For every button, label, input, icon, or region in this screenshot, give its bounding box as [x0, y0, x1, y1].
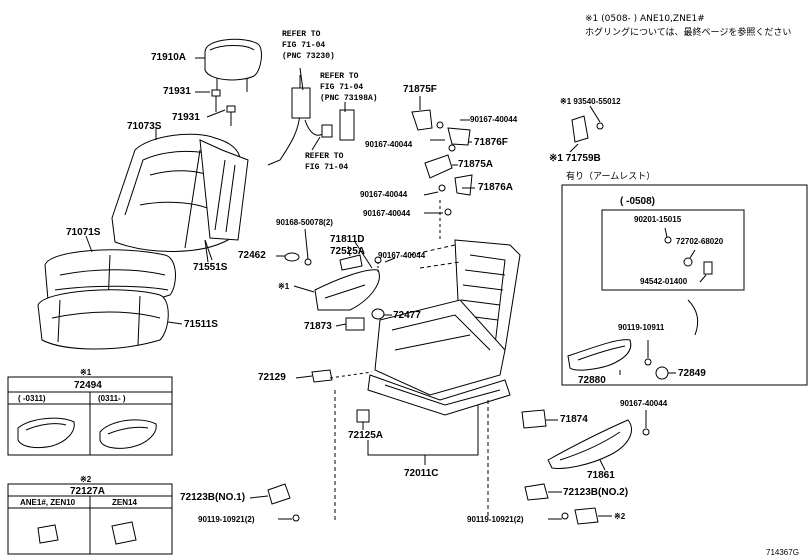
label-90167-40044-f: 90167-40044: [620, 399, 668, 408]
label-71759B: ※1 71759B: [549, 153, 601, 164]
cover-72127A-right-drawing: [574, 507, 599, 525]
refer-to-3-line1: REFER TO: [305, 152, 344, 161]
box2-part: 72127A: [70, 486, 106, 497]
bracket-72125A-drawing: [356, 409, 370, 423]
label-72125A: 72125A: [348, 430, 384, 441]
label-71875A: 71875A: [458, 159, 494, 170]
armrest-title: 有り（アームレスト）: [566, 172, 656, 182]
cover-71874-drawing: [521, 409, 547, 429]
seat-frame-drawing: [367, 239, 521, 416]
headrest-drawing: [204, 38, 262, 92]
label-72462: 72462: [238, 250, 266, 261]
label-71811D: 71811D: [330, 234, 365, 245]
label-71931-a: 71931: [163, 86, 191, 97]
box1-col1: ( -0311): [18, 394, 46, 403]
label-72011C: 72011C: [404, 468, 439, 479]
box1-mark: ※1: [80, 368, 92, 377]
refer-to-1-line1: REFER TO: [282, 30, 321, 39]
label-71876A: 71876A: [478, 182, 514, 193]
refer-to-2-line2: FIG 71-04: [320, 83, 364, 92]
label-72880: 72880: [578, 375, 606, 386]
top-note-line2: ホグリングについては、最終ページを参照ください: [585, 28, 792, 38]
label-72123B-no1: 72123B(NO.1): [180, 492, 246, 503]
seat-cushion-pad-drawing: [37, 289, 169, 350]
label-90167-40044-c: 90167-40044: [360, 190, 408, 199]
cover-72123B-2-drawing: [524, 483, 549, 501]
label-90167-40044-d: 90167-40044: [363, 209, 411, 218]
label-90119-10911: 90119-10911: [618, 323, 665, 332]
bracket-71875F-drawing: [411, 109, 433, 131]
cover-71759B-drawing: [571, 115, 604, 143]
label-90201-15015: 90201-15015: [634, 215, 682, 224]
box2-mark: ※2: [80, 475, 92, 484]
cover-71861-drawing: [547, 419, 632, 469]
label-71876F: 71876F: [474, 137, 508, 148]
mark-1-a: ※1: [278, 282, 290, 291]
label-72702-68020: 72702-68020: [676, 237, 724, 246]
armrest-period: ( -0508): [620, 196, 656, 207]
label-71861: 71861: [587, 470, 615, 481]
box2-col1: ANE1#, ZEN10: [20, 498, 76, 507]
refer-to-1-line2: FIG 71-04: [282, 41, 326, 50]
cover-72123B-1-drawing: [267, 483, 291, 505]
refer-to-1-line3: (PNC 73230): [282, 52, 335, 61]
label-71875F: 71875F: [403, 84, 437, 95]
label-72849: 72849: [678, 368, 706, 379]
refer-to-3-line2: FIG 71-04: [305, 163, 349, 172]
headrest-guides-drawing: [211, 89, 236, 126]
box2-col2: ZEN14: [112, 498, 137, 507]
cover-72477-drawing: [371, 308, 385, 320]
label-90168-50078: 90168-50078(2): [276, 218, 333, 227]
refer-to-2-line3: (PNC 73198A): [320, 94, 378, 103]
label-71551S: 71551S: [193, 262, 228, 273]
armrest-period-box: [601, 209, 745, 291]
reference-code: 714367G: [766, 548, 799, 557]
label-72477: 72477: [393, 310, 421, 321]
label-72129: 72129: [258, 372, 286, 383]
seatback-pad-drawing: [199, 139, 249, 261]
bracket-71876A-drawing: [454, 174, 473, 196]
label-90167-40044-e: 90167-40044: [378, 251, 426, 260]
label-72123B-no2: 72123B(NO.2): [563, 487, 629, 498]
label-94542-01400: 94542-01400: [640, 277, 688, 286]
cover-71873-drawing: [345, 317, 365, 331]
armrest-box: [561, 184, 808, 386]
mark-2-a: ※2: [614, 512, 626, 521]
lever-72462-drawing: [284, 252, 300, 262]
label-90167-40044-b: 90167-40044: [365, 140, 413, 149]
label-90167-40044-a: 90167-40044: [470, 115, 518, 124]
label-71073S: 71073S: [127, 121, 162, 132]
top-note-line1: ※1 (0508- ) ANE10,ZNE1#: [585, 14, 705, 24]
bracket-71875A-drawing: [424, 154, 453, 179]
box1-part: 72494: [74, 380, 102, 391]
shield-71811D-drawing: [314, 269, 380, 311]
label-90119-10921-b: 90119-10921(2): [467, 515, 524, 524]
refer-to-2-line1: REFER TO: [320, 72, 359, 81]
label-72525A: 72525A: [330, 246, 366, 257]
label-93540-55012: ※1 93540-55012: [560, 97, 621, 106]
seat-belt-buckle-drawing: [267, 75, 355, 166]
label-71931-b: 71931: [172, 112, 200, 123]
box1-col2: (0311- ): [98, 394, 126, 403]
label-71910A: 71910A: [151, 52, 187, 63]
knob-72525A-drawing: [339, 254, 363, 271]
label-90119-10921-a: 90119-10921(2): [198, 515, 255, 524]
label-71873: 71873: [304, 321, 332, 332]
label-71071S: 71071S: [66, 227, 101, 238]
part-72129-drawing: [311, 369, 333, 383]
bracket-71876F-drawing: [447, 127, 471, 146]
label-71874: 71874: [560, 414, 588, 425]
label-71511S: 71511S: [184, 319, 218, 330]
